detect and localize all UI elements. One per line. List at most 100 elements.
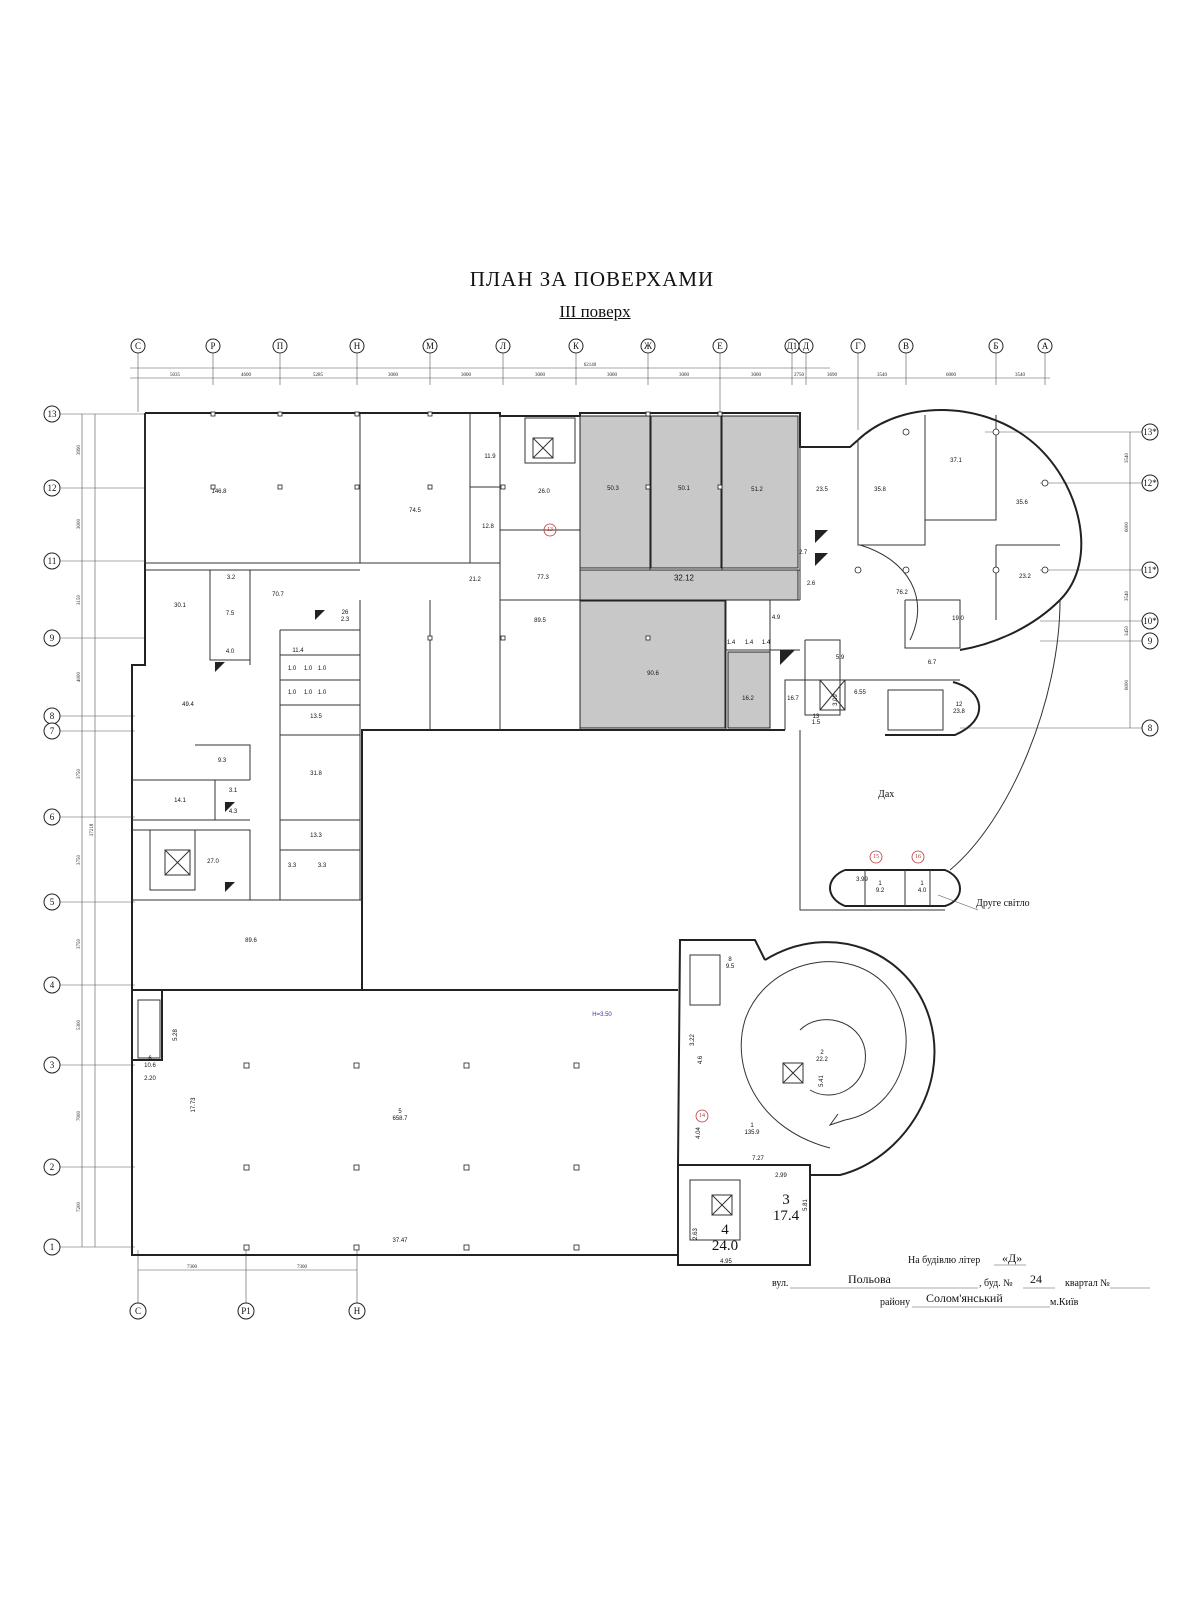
dim-left-0: 3990 bbox=[77, 445, 82, 456]
room-area-90.6: 90.6 bbox=[647, 671, 659, 677]
axis-marker-top-П: П bbox=[272, 338, 288, 354]
room-marker-14: 14 bbox=[699, 1113, 705, 1119]
bottom-axis-markers: 7300 7300 С Р1 Н bbox=[129, 1250, 366, 1320]
room-area-35.6: 35.6 bbox=[1016, 500, 1028, 506]
room-area-1.4c: 1.4 bbox=[762, 640, 771, 646]
plan-title: ПЛАН ЗА ПОВЕРХАМИ bbox=[469, 267, 715, 291]
axis-marker-top-М: М bbox=[422, 338, 438, 354]
room-area-4.3: 4.3 bbox=[229, 809, 238, 815]
room-area-1.0d: 1.0 bbox=[288, 690, 297, 696]
room-area-70.7: 70.7 bbox=[272, 592, 284, 598]
dim-top-11: 3540 bbox=[877, 373, 888, 378]
room-area-77.3: 77.3 bbox=[537, 575, 549, 581]
svg-text:Д1: Д1 bbox=[787, 341, 798, 351]
axis-marker-right-12*: 12* bbox=[1040, 474, 1159, 492]
room-area-3.3b: 3.3 bbox=[318, 863, 327, 869]
room-area-135.9: 135.9 bbox=[744, 1130, 760, 1136]
axis-marker-top-В: В bbox=[898, 338, 914, 354]
shaded-room-162 bbox=[727, 651, 771, 729]
room-area-3.1: 3.1 bbox=[229, 788, 238, 794]
svg-text:Л: Л bbox=[500, 341, 506, 351]
room-area-9.2: 9.2 bbox=[876, 888, 885, 894]
room-area-23.2: 23.2 bbox=[1019, 574, 1031, 580]
stair-right bbox=[887, 689, 944, 731]
axis-marker-top-Е: Е bbox=[712, 338, 728, 354]
district-label: району bbox=[880, 1297, 910, 1308]
axis-marker-left-8: 8 bbox=[43, 707, 135, 725]
room-num-13: 13 bbox=[813, 714, 820, 720]
room-area-89.6: 89.6 bbox=[245, 938, 257, 944]
room-dim-2.63: 2.63 bbox=[693, 1228, 699, 1240]
stair-upper bbox=[524, 417, 576, 464]
axis-marker-top-С: С bbox=[130, 338, 146, 354]
axis-marker-right-13*: 13* bbox=[985, 423, 1159, 441]
dim-right-1: 6000 bbox=[1125, 522, 1130, 533]
room-area-11.4: 11.4 bbox=[292, 648, 304, 654]
room-area-146.8: 146.8 bbox=[211, 489, 227, 495]
room-area-14.1: 14.1 bbox=[174, 798, 186, 804]
dim-top-7: 3000 bbox=[679, 373, 690, 378]
svg-text:13*: 13* bbox=[1143, 427, 1157, 437]
room-area-1.0f: 1.0 bbox=[318, 690, 327, 696]
room-dim-4.6: 4.6 bbox=[698, 1055, 704, 1064]
room-num-1c: 1 bbox=[750, 1123, 754, 1129]
axis-marker-right-8: 8 bbox=[960, 719, 1159, 737]
room-num-8: 8 bbox=[728, 957, 732, 963]
svg-text:7: 7 bbox=[50, 726, 55, 736]
right-axis-markers: 13* 12* 11* 10* 9 8 3540 6000 3540 3450 … bbox=[960, 423, 1159, 737]
svg-text:2: 2 bbox=[50, 1162, 55, 1172]
room-dim-5.28: 5.28 bbox=[173, 1029, 179, 1041]
room-area-23.8: 23.8 bbox=[953, 709, 965, 715]
room-area-22.2: 22.2 bbox=[816, 1057, 828, 1063]
room-labels: 146.8 74.5 11.9 26.0 12.8 50.3 50.1 51.2… bbox=[144, 454, 1031, 1265]
dim-left-3: 4000 bbox=[77, 672, 82, 683]
svg-text:4: 4 bbox=[50, 980, 55, 990]
room-area-16.7: 16.7 bbox=[787, 696, 799, 702]
dim-top-4: 3000 bbox=[461, 373, 472, 378]
axis-marker-top-Н: Н bbox=[349, 338, 365, 354]
dim-left-4: 3750 bbox=[77, 769, 82, 780]
shaded-corridor-3212 bbox=[579, 569, 799, 601]
dim-right-3: 3450 bbox=[1125, 626, 1130, 637]
axis-marker-right-11*: 11* bbox=[1040, 561, 1159, 579]
svg-text:9: 9 bbox=[1148, 636, 1153, 646]
svg-text:1: 1 bbox=[50, 1242, 55, 1252]
room-area-27.0: 27.0 bbox=[207, 859, 219, 865]
room-area-2.3: 2.3 bbox=[341, 617, 350, 623]
room-area-13.3: 13.3 bbox=[310, 833, 322, 839]
svg-text:12: 12 bbox=[48, 483, 57, 493]
dim-top-6: 3000 bbox=[607, 373, 618, 378]
street-label: вул. bbox=[772, 1278, 788, 1289]
room-area-31.8: 31.8 bbox=[310, 771, 322, 777]
room-dim-3.22: 3.22 bbox=[690, 1034, 696, 1046]
building-letter-value: «Д» bbox=[1002, 1251, 1022, 1265]
axis-marker-left-13: 13 bbox=[43, 405, 145, 423]
room-dim-2.20: 2.20 bbox=[144, 1076, 156, 1082]
dim-top-8: 3000 bbox=[751, 373, 762, 378]
room-marker-16: 16 bbox=[915, 854, 921, 860]
dim-top-1: 4600 bbox=[241, 373, 252, 378]
room-area-26.0: 26.0 bbox=[538, 489, 550, 495]
top-dimension-chain: 62140 5035 4600 5285 3000 3000 3000 3000… bbox=[130, 353, 1050, 430]
dim-top-10: 3690 bbox=[827, 373, 838, 378]
shaded-room-512 bbox=[721, 415, 799, 569]
svg-text:6: 6 bbox=[50, 812, 55, 822]
room-dim-4.04: 4.04 bbox=[696, 1127, 702, 1139]
room-area-19.0: 19.0 bbox=[952, 616, 964, 622]
svg-text:Р: Р bbox=[210, 341, 215, 351]
svg-text:С: С bbox=[135, 341, 141, 351]
room-area-26: 26 bbox=[342, 610, 349, 616]
room-area-74.5: 74.5 bbox=[409, 508, 421, 514]
top-axis-markers: С Р П Н М Л К Ж Е Д1 Д Г В Б А bbox=[130, 338, 1053, 354]
axis-marker-bottom-С: С bbox=[129, 1302, 147, 1320]
svg-text:5: 5 bbox=[50, 897, 55, 907]
room-marker-13: 13 bbox=[547, 527, 553, 533]
svg-text:П: П bbox=[277, 341, 284, 351]
room-area-6.55: 6.55 bbox=[854, 690, 866, 696]
dim-left-7: 5300 bbox=[77, 1020, 82, 1031]
room-area-4.0: 4.0 bbox=[226, 649, 235, 655]
district-value: Солом'янський bbox=[926, 1291, 1003, 1305]
axis-marker-left-5: 5 bbox=[43, 893, 135, 911]
room-num-2: 2 bbox=[820, 1050, 824, 1056]
axis-marker-right-9: 9 bbox=[1040, 632, 1159, 650]
